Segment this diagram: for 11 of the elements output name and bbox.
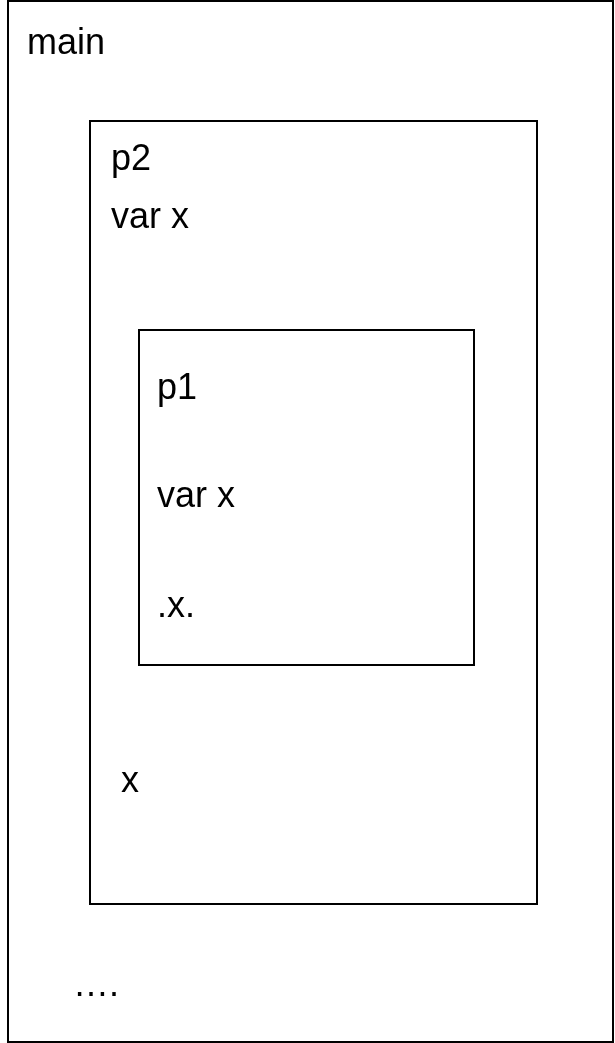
scope-text: …. — [73, 966, 119, 1002]
scope-box — [138, 329, 475, 666]
scope-box — [7, 0, 614, 1043]
scope-text: x — [121, 762, 139, 798]
scope-text: var x — [157, 477, 235, 513]
scope-text: p2 — [111, 140, 152, 176]
scope-text: main — [27, 24, 106, 60]
scope-text: var x — [111, 198, 189, 234]
scope-text: .x. — [157, 587, 195, 623]
scope-text: p1 — [157, 369, 198, 405]
scope-box — [89, 120, 538, 905]
